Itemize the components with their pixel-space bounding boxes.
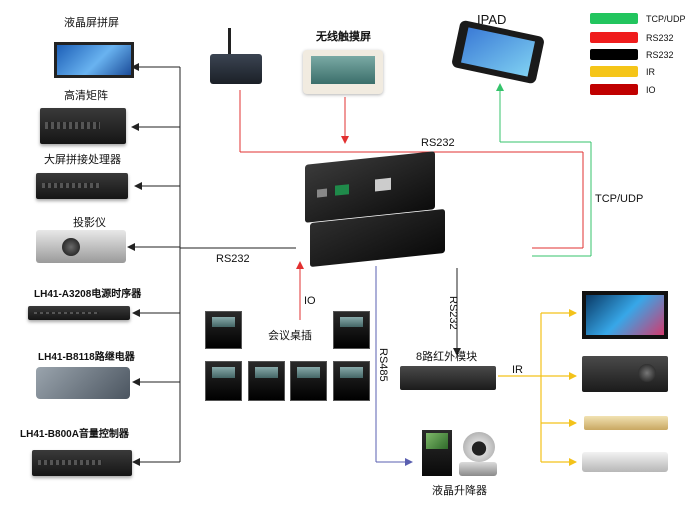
ir-module-label: 8路红外模块 xyxy=(416,351,478,363)
camera-image xyxy=(455,432,501,478)
hd-matrix-label: 高清矩阵 xyxy=(64,90,108,102)
red-lines xyxy=(239,90,584,249)
touch-screen-label: 无线触摸屏 xyxy=(316,31,371,43)
socket-unit xyxy=(290,361,327,401)
socket-unit xyxy=(248,361,285,401)
lcd-wall-label: 液晶屏拼屏 xyxy=(64,17,119,29)
rs485-label: RS485 xyxy=(377,348,389,382)
socket-unit xyxy=(333,311,370,349)
rs485-line xyxy=(375,266,413,466)
legend-label-ir: IR xyxy=(646,67,655,77)
lcd-lift-image xyxy=(422,430,452,476)
wireless-gateway-image xyxy=(210,54,262,84)
rs232-top-label: RS232 xyxy=(421,137,455,149)
ir-module-image xyxy=(400,366,496,390)
green-line xyxy=(496,83,592,257)
rs232-left-label: RS232 xyxy=(216,253,250,265)
legend-label-io: IO xyxy=(646,85,656,95)
tv-image xyxy=(582,291,668,339)
io-label: IO xyxy=(304,295,316,307)
av-receiver-image xyxy=(582,356,668,392)
legend-swatch-rs232-red xyxy=(590,32,638,43)
hd-matrix-image xyxy=(40,108,126,144)
media-player-image xyxy=(584,416,668,430)
power-sequencer-image xyxy=(28,306,130,320)
lcd-wall-image xyxy=(54,42,134,78)
legend-swatch-ir xyxy=(590,66,638,77)
legend-swatch-tcp-udp xyxy=(590,13,638,24)
socket-unit xyxy=(205,361,242,401)
relay-image xyxy=(36,367,130,399)
volume-controller-label: LH41-B800A音量控制器 xyxy=(20,429,129,440)
set-top-box-image xyxy=(582,452,668,472)
ir-lines xyxy=(498,309,577,466)
tcp-udp-label: TCP/UDP xyxy=(595,193,644,205)
relay-label: LH41-B8118路继电器 xyxy=(38,352,135,363)
ipad-label: IPAD xyxy=(477,12,507,27)
conference-socket-label: 会议桌插 xyxy=(268,330,312,342)
touch-screen-image xyxy=(303,50,383,94)
legend-label-rs232-black: RS232 xyxy=(646,50,674,60)
left-bus xyxy=(127,63,296,466)
projector-label: 投影仪 xyxy=(73,217,106,229)
lcd-lift-label: 液晶升降器 xyxy=(432,485,487,497)
legend-swatch-io xyxy=(590,84,638,95)
legend-swatch-rs232-black xyxy=(590,49,638,60)
rs232-down-label: RS232 xyxy=(447,296,459,330)
legend-label-rs232-red: RS232 xyxy=(646,33,674,43)
projector-image xyxy=(36,230,126,263)
ir-label: IR xyxy=(512,364,523,376)
socket-unit xyxy=(205,311,242,349)
splice-processor-label: 大屏拼接处理器 xyxy=(44,154,121,166)
legend-label-tcp-udp: TCP/UDP xyxy=(646,14,686,24)
volume-controller-image xyxy=(32,450,132,476)
socket-unit xyxy=(333,361,370,401)
power-sequencer-label: LH41-A3208电源时序器 xyxy=(34,289,142,300)
splice-processor-image xyxy=(36,173,128,199)
antenna-icon xyxy=(228,28,231,54)
